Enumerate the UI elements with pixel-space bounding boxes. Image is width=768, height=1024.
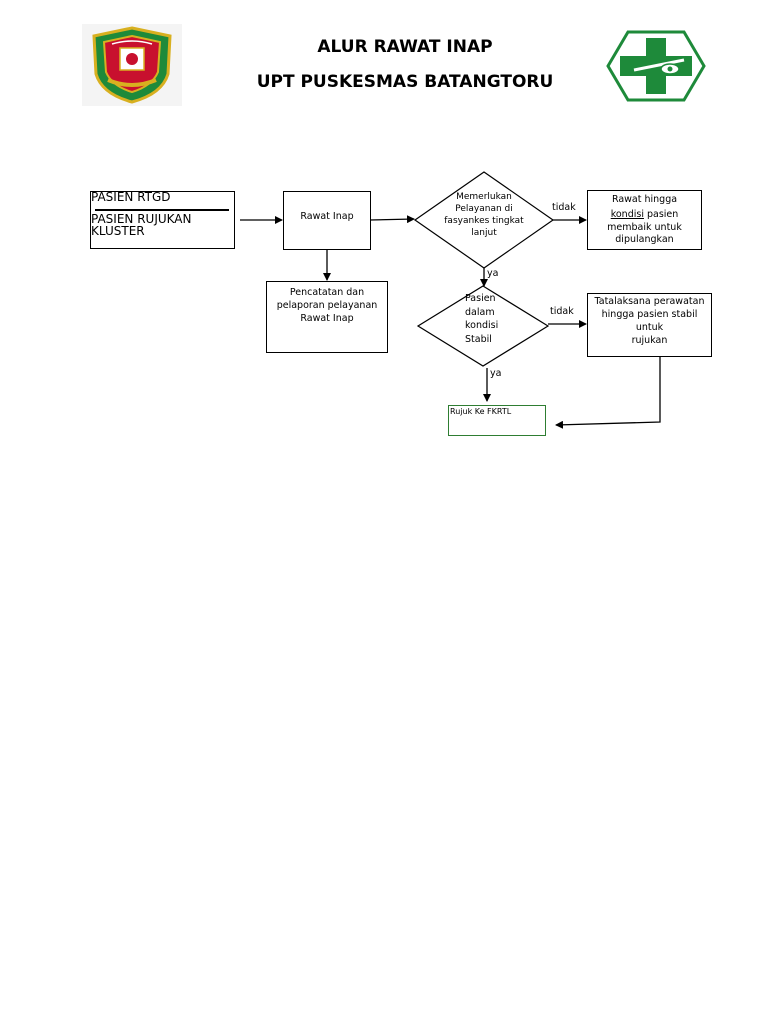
page-title: ALUR RAWAT INAP <box>317 37 493 57</box>
start-label-kluster: KLUSTER <box>91 224 145 238</box>
decision-1-line: lanjut <box>471 228 497 238</box>
page-subtitle: UPT PUSKESMAS BATANGTORU <box>256 72 554 92</box>
rawat-hingga-line: kondisi pasien <box>588 207 701 222</box>
edge-label-ya: ya <box>490 368 502 379</box>
edge-label-tidak: tidak <box>550 306 574 317</box>
decision-1-line: fasyankes tingkat <box>444 216 524 226</box>
rawat-inap-label: Rawat Inap <box>300 211 354 222</box>
rawat-hingga-word: pasien <box>643 209 679 220</box>
decision-2-line: dalam <box>465 306 495 318</box>
tatalaksana-node: Tatalaksana perawatan hingga pasien stab… <box>587 293 712 357</box>
start-label-rtgd: PASIEN RTGD <box>91 190 171 204</box>
edge-label-tidak: tidak <box>552 202 576 213</box>
puskesmas-logo <box>606 30 706 102</box>
underlined-word: kondisi <box>610 209 644 220</box>
tatalaksana-line: rujukan <box>631 335 668 346</box>
rawat-hingga-line: membaik untuk <box>607 222 682 233</box>
rawat-inap-node: Rawat Inap <box>283 191 371 250</box>
edge-label-ya: ya <box>487 268 499 279</box>
tatalaksana-line: hingga pasien stabil untuk <box>601 309 698 333</box>
pencatatan-line: Pencatatan dan <box>289 287 365 298</box>
decision-2-line: Pasien <box>465 293 496 304</box>
decision-2-line: Stabil <box>465 333 492 345</box>
decision-diamond-1 <box>413 171 555 269</box>
decision-1-label: Memerlukan Pelayanan di fasyankes tingka… <box>436 191 532 239</box>
decision-2-line: kondisi <box>465 320 499 331</box>
rawat-hingga-line: Rawat hingga <box>611 194 678 205</box>
start-label-rujukan: PASIEN RUJUKAN <box>91 212 192 226</box>
pencatatan-node: Pencatatan dan pelaporan pelayanan Rawat… <box>266 281 388 353</box>
rujuk-fkrtl-node: Rujuk Ke FKRTL <box>448 405 546 436</box>
tatalaksana-line: Tatalaksana perawatan <box>594 296 705 307</box>
decision-1-line: Memerlukan <box>456 192 512 202</box>
decision-2-label: Pasien dalam kondisi Stabil <box>465 292 498 346</box>
regional-emblem-logo <box>82 24 182 106</box>
start-node: PASIEN RTGD PASIEN RUJUKAN KLUSTER <box>90 190 235 249</box>
rawat-hingga-label: Rawat hingga kondisi pasien membaik untu… <box>588 192 701 246</box>
rujuk-label: Rujuk Ke FKRTL <box>450 407 512 416</box>
start-divider <box>95 209 229 211</box>
decision-1-line: Pelayanan di <box>455 204 513 214</box>
pencatatan-label: Pencatatan dan pelaporan pelayanan Rawat… <box>267 286 387 325</box>
pencatatan-line: pelaporan pelayanan <box>276 300 378 311</box>
tatalaksana-label: Tatalaksana perawatan hingga pasien stab… <box>588 295 711 347</box>
rawat-hingga-node: Rawat hingga kondisi pasien membaik untu… <box>587 190 702 250</box>
pencatatan-line: Rawat Inap <box>300 313 354 324</box>
decision-diamond-2 <box>416 285 550 367</box>
rawat-hingga-line: dipulangkan <box>615 234 674 245</box>
